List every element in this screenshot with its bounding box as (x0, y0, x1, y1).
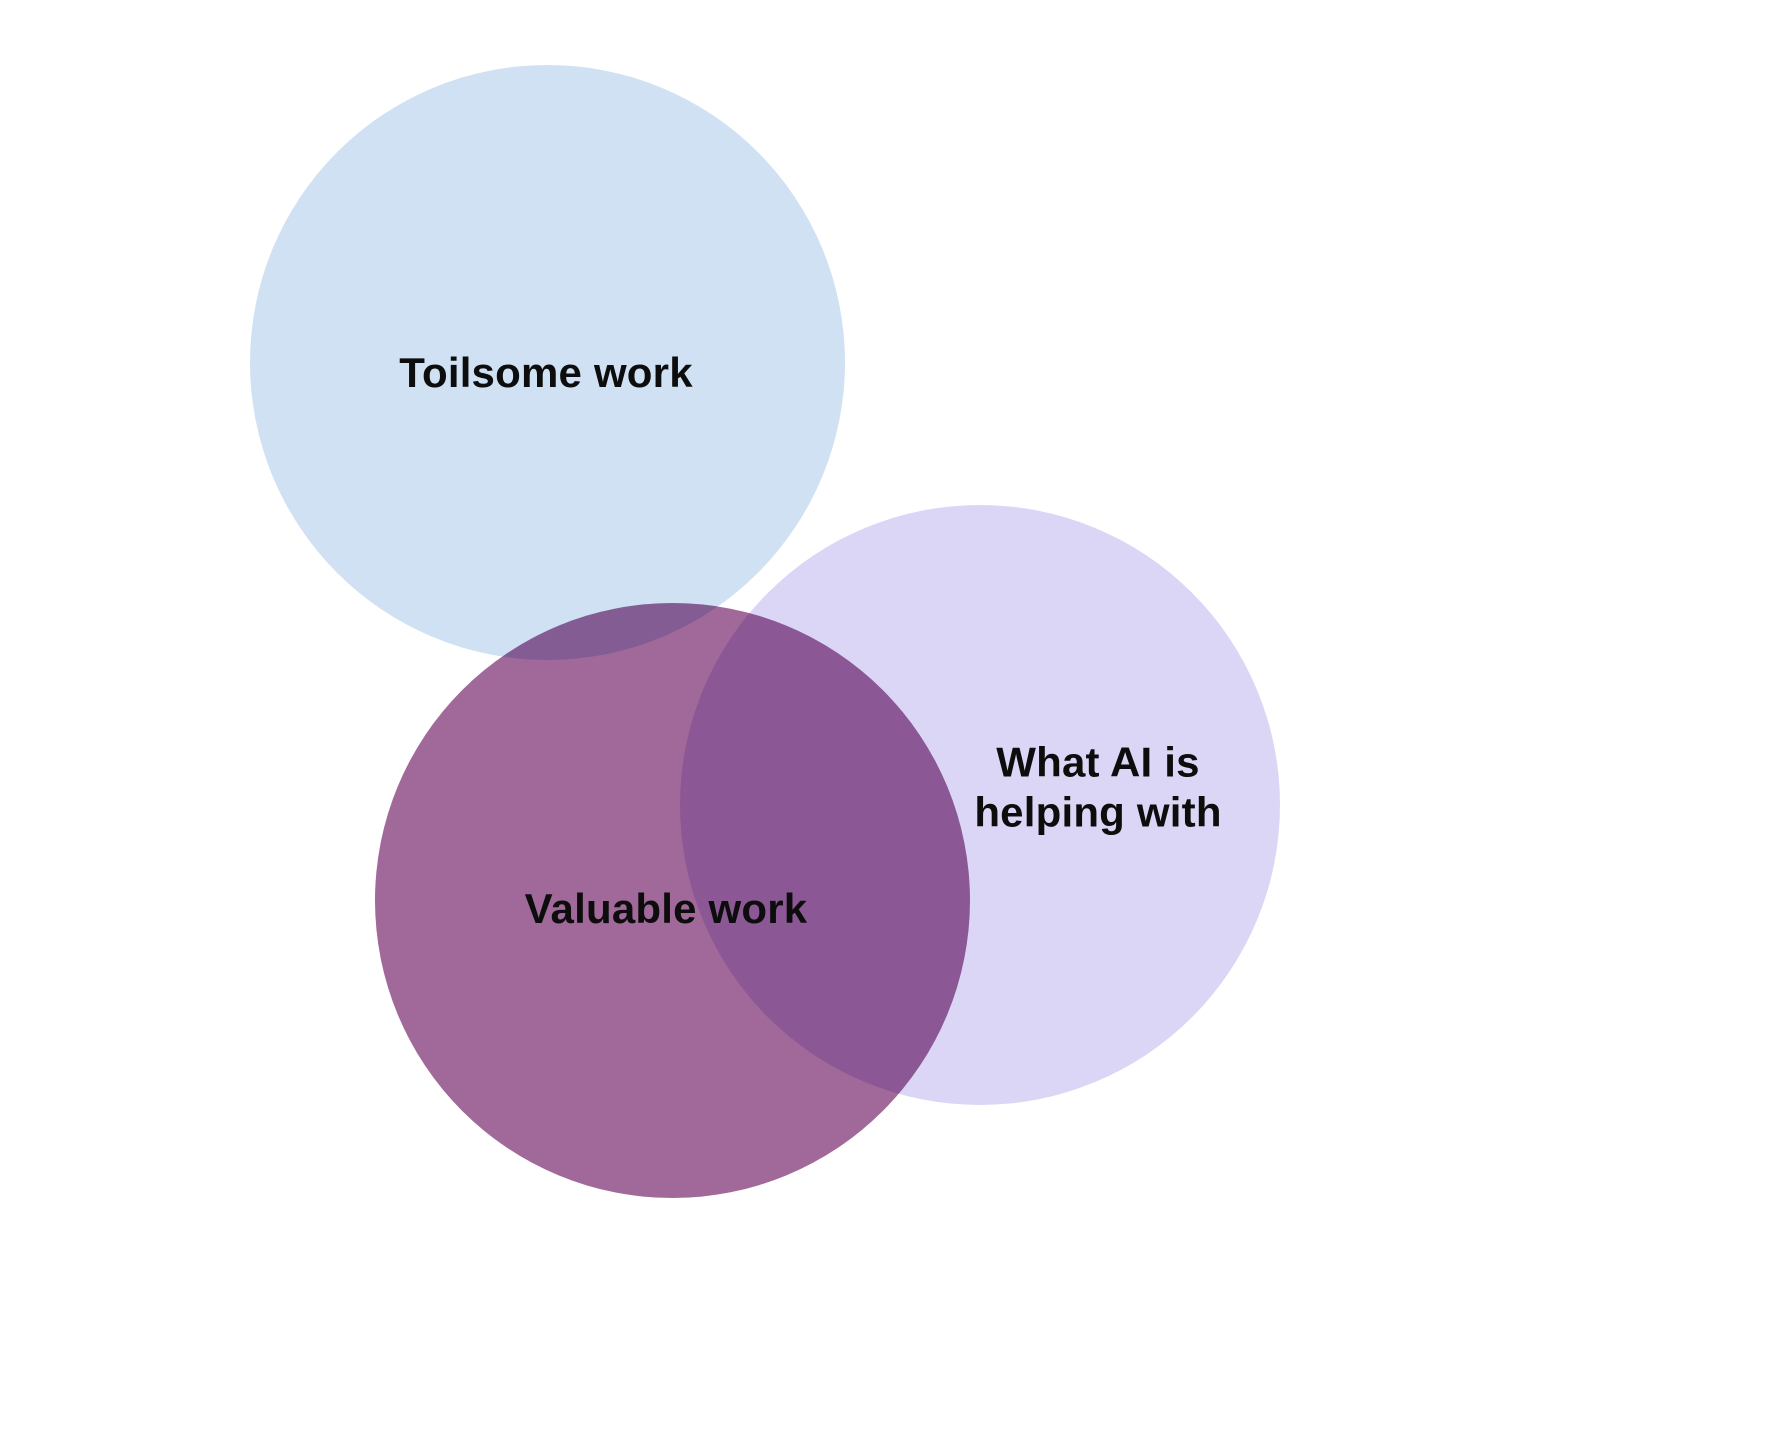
valuable-work-circle (375, 603, 970, 1198)
valuable-work-label: Valuable work (524, 885, 808, 933)
ai-helping-label: What AI is helping with (974, 738, 1222, 835)
toilsome-work-circle (250, 65, 845, 660)
toilsome-work-label: Toilsome work (399, 349, 693, 397)
